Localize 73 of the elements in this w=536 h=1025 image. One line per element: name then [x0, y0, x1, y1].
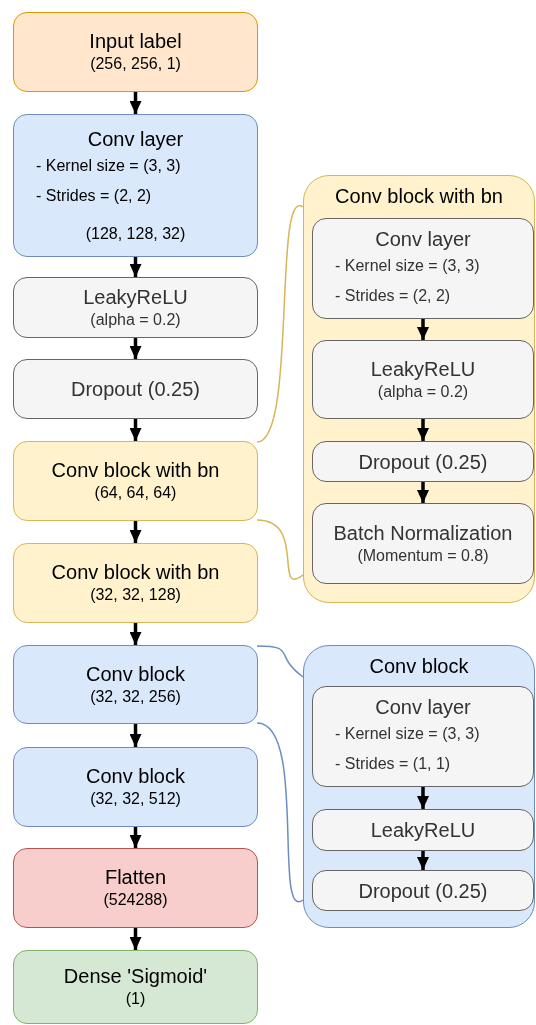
layer-detail: - Strides = (2, 2) — [35, 185, 152, 206]
layer-detail: (alpha = 0.2) — [90, 309, 181, 330]
layer-detail: - Kernel size = (3, 3) — [334, 723, 480, 744]
layer-name: Dense 'Sigmoid' — [63, 964, 208, 988]
layer-name: Conv block with bn — [51, 458, 220, 482]
layer-detail: - Kernel size = (3, 3) — [334, 255, 480, 276]
layer-name: LeakyReLU — [370, 818, 476, 842]
layer-detail: (1) — [125, 989, 146, 1009]
layer-name: Conv layer — [375, 226, 471, 251]
group-panel — [303, 175, 535, 603]
layer-name: Conv block — [86, 661, 185, 686]
arrow — [129, 92, 142, 114]
layer-box — [13, 12, 258, 92]
layer-box — [13, 277, 258, 338]
layer-name: Conv layer — [87, 126, 184, 151]
layer-name: Conv block with bn — [51, 560, 220, 584]
layer-detail: - Strides = (1, 1) — [334, 753, 451, 774]
layer-box — [13, 950, 258, 1024]
arrow — [417, 787, 429, 809]
layer-detail: (alpha = 0.2) — [377, 381, 469, 402]
layer-detail: (Momentum = 0.8) — [357, 545, 489, 566]
layer-box — [13, 645, 258, 724]
layer-detail: - Kernel size = (3, 3) — [35, 155, 181, 176]
connector-line — [256, 645, 304, 678]
arrow — [129, 928, 142, 950]
arrow — [417, 851, 429, 870]
layer-box — [312, 218, 534, 319]
layer-box — [13, 359, 258, 419]
arrow — [129, 338, 142, 359]
connector-line — [256, 519, 304, 580]
layer-box — [312, 503, 534, 584]
layer-box — [13, 747, 258, 827]
layer-name: Dropout (0.25) — [71, 377, 200, 401]
group-panel — [303, 645, 535, 928]
arrow — [417, 482, 429, 503]
layer-name: Flatten — [104, 865, 167, 889]
layer-name: Conv block — [86, 764, 185, 788]
arrow — [129, 419, 142, 441]
layer-name: Dropout (0.25) — [358, 449, 488, 474]
arrow — [129, 521, 142, 543]
arrow — [417, 419, 429, 441]
layer-detail: (32, 32, 128) — [90, 585, 181, 605]
layer-detail: (32, 32, 256) — [90, 686, 181, 707]
panel-title: Conv block — [369, 654, 469, 678]
layer-box — [13, 114, 258, 257]
layer-detail: (128, 128, 32) — [85, 223, 186, 244]
layer-detail: (64, 64, 64) — [94, 483, 177, 503]
layer-name: Conv layer — [375, 694, 471, 719]
layer-name: LeakyReLU — [370, 356, 476, 381]
layer-detail: (256, 256, 1) — [90, 54, 181, 74]
layer-name: Batch Normalization — [333, 520, 513, 545]
arrow — [129, 724, 142, 747]
layer-box — [312, 870, 534, 911]
layer-detail: (524288) — [103, 890, 168, 910]
connector-line — [256, 722, 304, 903]
arrow — [129, 623, 142, 645]
layer-name: LeakyReLU — [83, 284, 188, 309]
connector-line — [256, 206, 304, 443]
layer-box — [13, 543, 258, 623]
panel-title: Conv block with bn — [335, 184, 503, 208]
layer-name: Input label — [89, 29, 182, 53]
layer-detail: (32, 32, 512) — [90, 789, 181, 809]
arrow — [417, 319, 429, 340]
layer-box — [312, 441, 534, 482]
layer-box — [312, 340, 534, 419]
layer-name: Dropout (0.25) — [358, 878, 488, 903]
layer-box — [13, 848, 258, 928]
arrow — [129, 257, 142, 277]
layer-box — [13, 441, 258, 521]
arrow — [129, 827, 142, 848]
layer-detail: - Strides = (2, 2) — [334, 285, 451, 306]
layer-box — [312, 809, 534, 851]
layer-box — [312, 686, 534, 787]
